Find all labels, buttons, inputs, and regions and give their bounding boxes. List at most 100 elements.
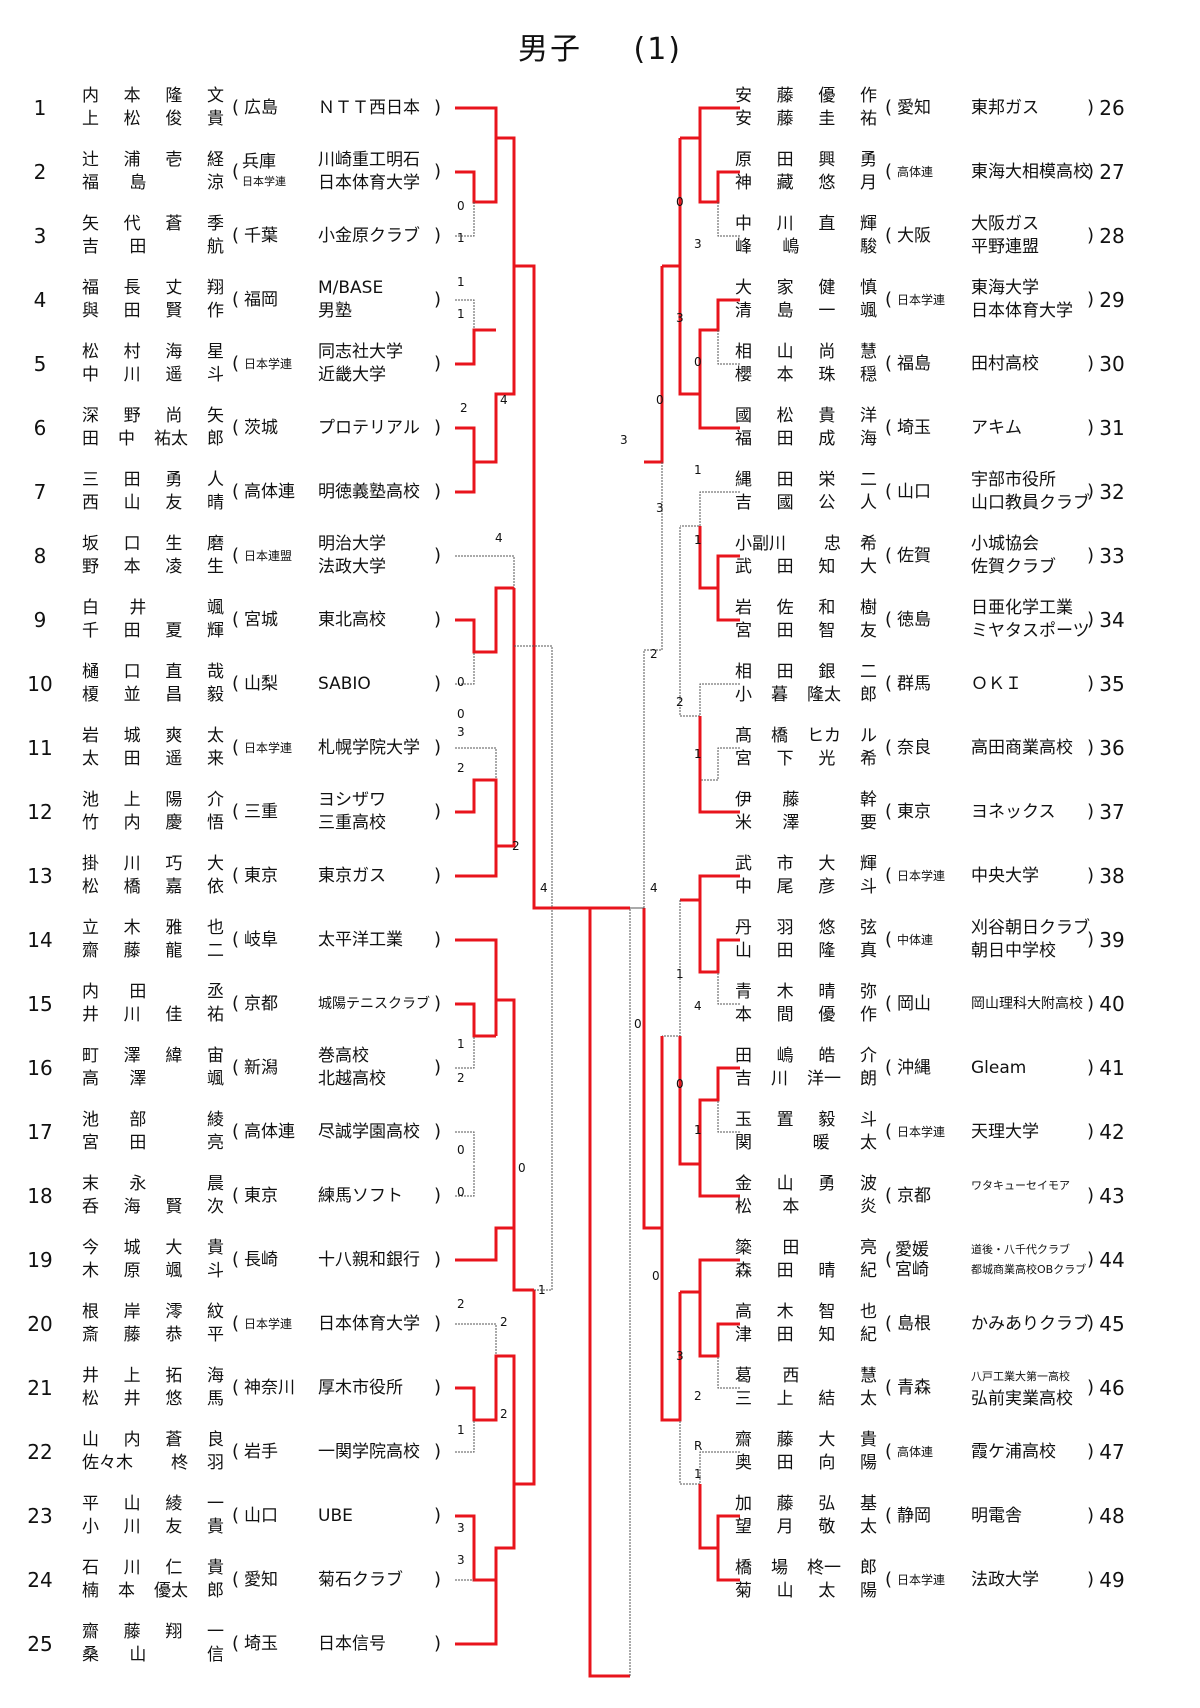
close-paren: ) [1087,929,1095,950]
close-paren: ) [434,609,442,630]
team-line: 巻高校 [318,1046,369,1066]
score-label: 1 [694,1467,702,1481]
team-name: 中央大学 [971,850,1121,902]
entry-46: 葛西慧三上結太(青森八戸工業大第一高校弘前実業高校)46 [735,1362,1155,1414]
prefecture: 中体連 [897,933,934,947]
close-paren: ) [434,1121,442,1142]
team-line: 法政大学 [318,557,386,577]
player-names: 町澤緯宙高澤颯 [82,1045,224,1091]
open-paren: ( [885,161,893,182]
team-name: アキム [971,402,1121,454]
bracket-line [644,266,664,464]
score-label: 4 [500,393,508,407]
player-names: 葛西慧三上結太 [735,1365,877,1411]
entry-30: 相山尚慧櫻本珠穏(福島田村高校)30 [735,338,1155,390]
team-name: 日亜化学工業ミヤタスポーツ [971,597,1121,643]
open-paren: ( [885,993,893,1014]
team-line: 北越高校 [318,1069,386,1089]
close-paren: ) [434,1249,442,1270]
entry-number: 6 [33,416,47,440]
close-paren: ) [434,801,442,822]
player-name: 佐々木柊羽 [82,1453,224,1473]
open-paren: ( [885,97,893,118]
team-name: 高田商業高校 [971,722,1121,774]
player-names: 丹羽悠弦山田隆真 [735,917,877,963]
bracket-line [679,1420,740,1485]
open-paren: ( [232,1633,240,1654]
player-name: 吉川洋一朗 [735,1069,877,1089]
open-paren: ( [885,417,893,438]
bracket-line [455,462,476,494]
team-name: 大阪ガス平野連盟 [971,213,1121,259]
player-names: 縄田栄二吉國公人 [735,469,877,515]
bracket-line [700,747,740,781]
player-names: 根岸澪紋斎藤恭平 [82,1301,224,1347]
open-paren: ( [232,1057,240,1078]
bracket-line [698,394,740,430]
team-line: ヨネックス [971,802,1056,822]
team-line: 高田商業高校 [971,738,1073,758]
team-name: 法政大学 [971,1554,1121,1606]
team-line: 明徳義塾高校 [318,482,420,502]
entry-48: 加藤弘基望月敬太(静岡明電舎)48 [735,1490,1155,1542]
player-name: 楠本優太郎 [82,1581,224,1601]
prefecture: 山口 [244,1506,278,1526]
open-paren: ( [885,289,893,310]
score-label: 1 [457,1037,465,1051]
entry-number: 45 [1099,1312,1125,1336]
player-name: 森田晴紀 [735,1261,877,1281]
bracket-line [514,645,553,908]
team-name: 尽誠学園高校 [318,1106,468,1158]
open-paren: ( [885,1505,893,1526]
team-name: 十八親和銀行 [318,1234,468,1286]
open-paren: ( [885,481,893,502]
team-name: 太平洋工業 [318,914,468,966]
team-name: 一関学院高校 [318,1426,468,1478]
player-name: 吉國公人 [735,493,877,513]
entry-27: 原田興勇神藏悠月(高体連東海大相模高校)27 [735,146,1155,198]
close-paren: ) [1087,865,1095,886]
player-names: 髙橋ヒカル宮下光希 [735,725,877,771]
bracket-line [455,588,516,848]
player-name: 丹羽悠弦 [735,918,877,938]
bracket-line [716,1548,740,1582]
prefecture: 兵庫日本学連 [242,152,286,188]
bracket-line [642,908,664,1230]
score-label: 4 [650,881,658,895]
player-name: 内田丞 [82,982,224,1002]
open-paren: ( [885,1441,893,1462]
team-name: ＮＴＴ西日本 [318,82,468,134]
team-name: 東海大学日本体育大学 [971,277,1121,323]
entry-number: 33 [1099,544,1125,568]
player-names: 田嶋皓介吉川洋一朗 [735,1045,877,1091]
entry-number: 4 [33,288,47,312]
open-paren: ( [232,1377,240,1398]
player-names: 今城大貴木原颯斗 [82,1237,224,1283]
player-names: 福長丈翔與田賢作 [82,277,224,323]
player-name: 松村海星 [82,342,224,362]
close-paren: ) [1087,225,1095,246]
team-name: 巻高校北越高校 [318,1045,468,1091]
close-paren: ) [1087,1569,1095,1590]
entry-number: 29 [1099,288,1125,312]
team-name: 明徳義塾高校 [318,466,468,518]
bracket-line [717,1100,740,1133]
bracket-line [698,1164,740,1198]
entry-number: 30 [1099,352,1125,376]
team-name: 厚木市役所 [318,1362,468,1414]
open-paren: ( [885,673,893,694]
team-line: 日本体育大学 [318,173,420,193]
bracket-line [698,1484,740,1550]
entry-number: 2 [33,160,47,184]
close-paren: ) [1087,481,1095,502]
prefecture: 三重 [244,802,278,822]
bracket-line [678,266,740,396]
entry-number: 17 [27,1120,53,1144]
entry-43: 金山勇波松本炎(京都ワタキューセイモア)43 [735,1170,1155,1222]
team-line: 尽誠学園高校 [318,1122,420,1142]
